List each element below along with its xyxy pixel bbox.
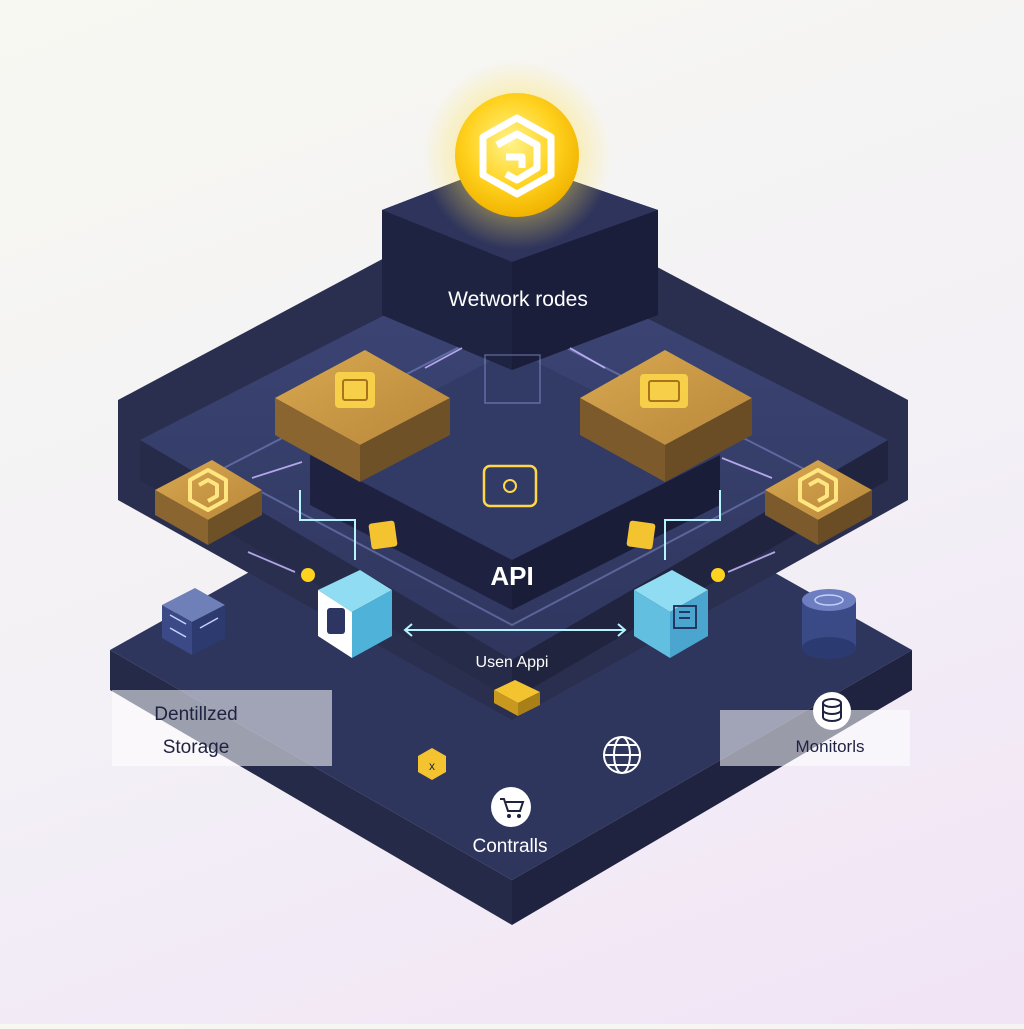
hexagon-logo-icon [479,114,555,198]
top-node-label: Wetwork rodes [448,288,588,311]
gold-node-left-upper[interactable] [275,350,450,482]
side-label-bands [112,690,910,766]
small-cube-left [368,520,398,550]
gold-node-left-lower[interactable] [155,460,262,545]
storage-label-line2: Storage [163,737,230,758]
drum-icon [802,589,856,659]
globe-icon [603,736,641,774]
api-label: API [490,561,533,591]
controls-label: Contralls [473,836,548,857]
hexagon-icon [798,468,838,512]
connector-dot [711,568,725,582]
document-icon [673,605,697,629]
small-hex-bottom: x [418,748,446,780]
storage-blocks-icon [162,588,225,655]
cart-icon [491,787,531,827]
svg-text:x: x [429,759,435,773]
database-icon [813,692,851,730]
small-cube-right [626,520,656,550]
cyan-cube-right[interactable] [634,570,708,658]
connector-dot [301,568,315,582]
storage-label-line1: Dentillzed [154,704,237,725]
chip-icon [482,464,538,508]
gold-node-right-lower[interactable] [765,460,872,545]
connector-lines [299,490,721,637]
monitors-label: Monitorls [796,737,865,756]
hexagon-icon [188,468,228,512]
panel-icon [640,374,688,408]
chip-icon [335,372,375,408]
cyan-cube-left[interactable] [318,570,392,658]
small-cube-bottom-center [494,680,540,716]
link-label: Usen Appi [476,654,549,671]
app-icon [327,608,345,634]
gold-node-right-upper[interactable] [580,350,752,482]
top-logo [422,60,612,250]
arrow-lines [247,347,776,573]
